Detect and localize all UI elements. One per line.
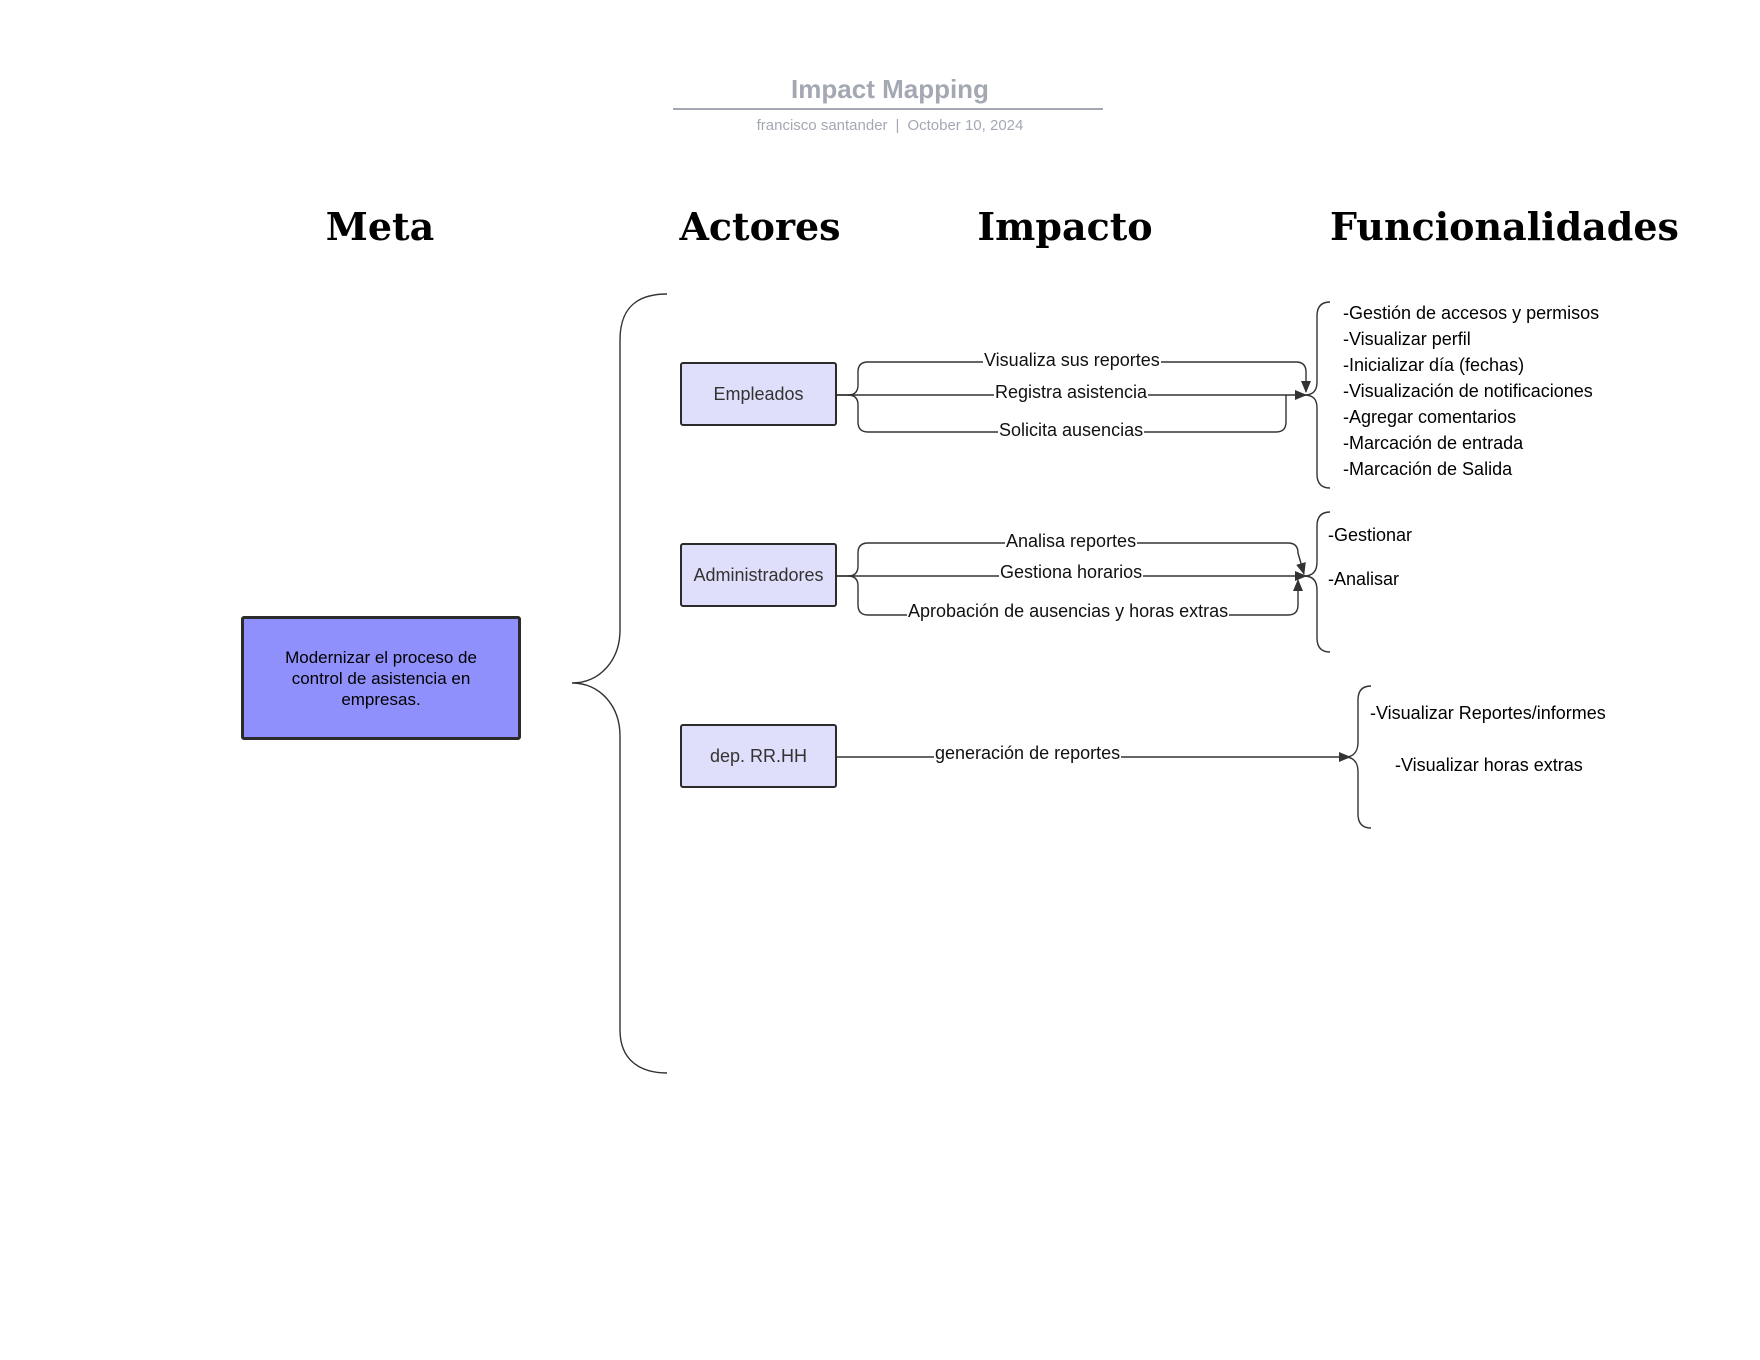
document-date: October 10, 2024: [907, 117, 1024, 134]
impact-label: generación de reportes: [934, 743, 1122, 763]
column-heading-actores: Actores: [679, 204, 841, 249]
impact-label: Solicita ausencias: [998, 420, 1145, 440]
administradores-impact-top: [836, 542, 1306, 577]
column-heading-impacto: Impacto: [977, 204, 1153, 249]
goal-actors-brace: [571, 293, 668, 1074]
features-list-empleados: -Gestión de accesos y permisos -Visualiz…: [1343, 300, 1599, 482]
actor-box-administradores: Administradores: [680, 543, 837, 607]
actor-box-empleados: Empleados: [680, 362, 837, 426]
rrhh-features-brace: [1344, 685, 1372, 829]
feature-item: -Gestión de accesos y permisos: [1343, 303, 1600, 323]
feature-item: -Visualización de notificaciones: [1343, 381, 1593, 401]
feature-item: -Visualizar horas extras: [1395, 755, 1583, 775]
title-underline: [673, 108, 1103, 110]
impact-label: Visualiza sus reportes: [983, 350, 1161, 370]
impact-label: Gestiona horarios: [999, 562, 1144, 582]
actor-box-rrhh: dep. RR.HH: [680, 724, 837, 788]
goal-box: Modernizar el proceso de control de asis…: [241, 616, 521, 740]
empleados-impact-top: [836, 361, 1311, 396]
feature-item: -Inicializar día (fechas): [1343, 355, 1525, 375]
impact-label: Analisa reportes: [1005, 531, 1138, 551]
column-heading-funcionalidades: Funcionalidades: [1330, 204, 1679, 249]
feature-item: -Analisar: [1328, 569, 1400, 589]
impact-label: Aprobación de ausencias y horas extras: [907, 601, 1230, 621]
empleados-impact-bottom: [847, 394, 1287, 433]
byline-separator: |: [895, 117, 900, 134]
document-title: Impact Mapping: [791, 74, 989, 104]
document-byline: francisco santander | October 10, 2024: [0, 117, 1760, 134]
feature-item: -Agregar comentarios: [1343, 407, 1517, 427]
administradores-impact-bottom: [847, 575, 1303, 616]
feature-item: -Visualizar perfil: [1343, 329, 1471, 349]
impact-label: Registra asistencia: [994, 382, 1149, 402]
feature-item: -Visualizar Reportes/informes: [1370, 703, 1606, 723]
feature-item: -Marcación de Salida: [1343, 459, 1513, 479]
column-heading-meta: Meta: [325, 204, 435, 249]
feature-item: -Gestionar: [1328, 525, 1413, 545]
administradores-features-brace: [1303, 511, 1331, 653]
author-name: francisco santander: [756, 117, 888, 134]
feature-item: -Marcación de entrada: [1343, 433, 1524, 453]
empleados-features-brace: [1303, 301, 1331, 489]
